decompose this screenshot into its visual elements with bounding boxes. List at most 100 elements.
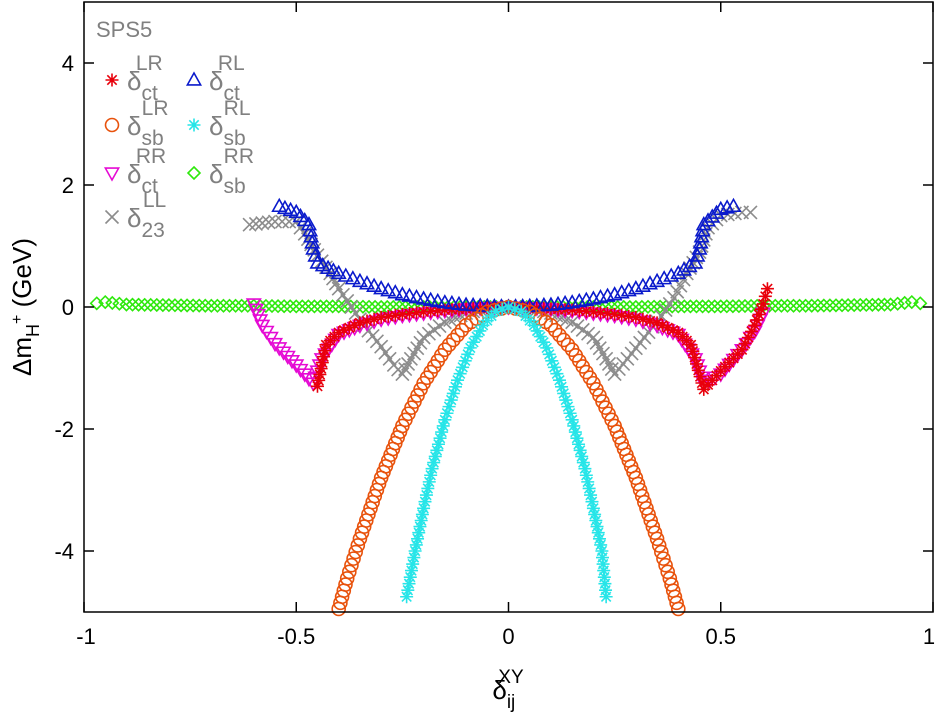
data-point-sb_RL	[588, 507, 602, 521]
data-point-ct_RL	[719, 199, 736, 214]
data-point-sb_RR	[798, 298, 813, 313]
y-axis-label-sub: H	[23, 324, 43, 337]
legend-label-sb_RR: δsbRR	[209, 145, 254, 198]
data-point-sb_RL	[438, 413, 452, 427]
data-point-sb_RL	[456, 360, 470, 374]
data-point-sb_RR	[737, 298, 753, 314]
x-axis-label-sup: XY	[498, 667, 524, 688]
data-point-ct_RL	[670, 264, 687, 280]
data-point-sb_RR	[683, 299, 698, 314]
data-point-sb_RR	[301, 299, 316, 314]
data-point-sb_LR	[556, 332, 571, 348]
data-point-sb_RR	[822, 298, 838, 313]
data-point-sb_RL	[597, 564, 611, 578]
data-point-sb_RL	[575, 449, 589, 463]
data-point-sb_RR	[216, 298, 231, 313]
data-point-sb_RR	[859, 297, 874, 313]
data-point-ct_LR	[530, 301, 544, 315]
data-point-ct_LR	[480, 301, 494, 315]
data-point-sb_RR	[137, 297, 152, 312]
data-point-sb_RL	[430, 443, 444, 457]
data-point-sb_RL	[431, 437, 445, 451]
data-point-sb_RR	[131, 297, 146, 312]
y-tick-label: -4	[54, 539, 74, 564]
plot-frame	[83, 1, 934, 613]
data-point-sb_RR	[295, 299, 310, 314]
data-point-ct_RL	[366, 277, 383, 292]
data-point-sb_RL	[417, 501, 431, 515]
x-tick-label: 1	[923, 624, 935, 649]
data-point-23_LL	[335, 287, 351, 302]
legend-item-sb_LR: δsbLR	[104, 97, 169, 150]
data-point-sb_RL	[559, 393, 573, 407]
data-point-sb_RR	[840, 298, 856, 313]
data-point-ct_LR	[684, 338, 698, 352]
data-point-ct_RL	[304, 234, 321, 249]
data-point-sb_RL	[530, 324, 544, 338]
data-point-sb_RL	[440, 406, 454, 420]
data-point-ct_LR	[473, 301, 487, 315]
data-point-ct_RR	[279, 350, 296, 366]
y-tick-label: 0	[62, 295, 74, 320]
data-point-sb_RL	[592, 532, 606, 546]
data-point-sb_LR	[454, 322, 470, 338]
data-point-ct_LR	[466, 301, 480, 315]
data-point-ct_RL	[408, 289, 425, 304]
data-point-ct_LR	[410, 306, 424, 320]
data-point-sb_RR	[877, 297, 892, 312]
data-point-ct_LR	[312, 373, 326, 387]
data-point-sb_RR	[897, 295, 912, 311]
data-point-sb_RL	[596, 557, 610, 571]
data-point-ct_RL	[351, 272, 368, 288]
data-point-sb_RR	[289, 299, 304, 314]
data-point-sb_RL	[427, 456, 441, 470]
data-point-sb_LR	[670, 601, 686, 617]
data-point-sb_RL	[418, 495, 432, 509]
y-axis-label: ΔmH+ (GeV)	[7, 238, 43, 376]
data-point-ct_LR	[438, 303, 452, 317]
data-point-ct_RR	[267, 337, 284, 353]
data-point-sb_RR	[276, 299, 292, 314]
legend-marker-sb_RR	[186, 165, 202, 181]
y-axis-label-sup: +	[9, 315, 26, 324]
data-point-ct_LR	[395, 307, 409, 321]
data-point-ct_RL	[422, 291, 439, 306]
legend-item-sb_RL: δsbRL	[187, 97, 251, 150]
data-point-ct_LR	[643, 314, 657, 328]
legend-label-ct_RL: δctRL	[209, 52, 245, 105]
y-tick-label: 4	[62, 51, 74, 76]
data-point-sb_RR	[319, 299, 334, 314]
legend-item-23_LL: δ23LL	[104, 189, 166, 242]
data-point-ct_RL	[641, 275, 659, 290]
data-point-sb_RL	[412, 526, 426, 540]
legend-item-ct_LR: δctLR	[105, 52, 163, 105]
data-point-sb_RL	[565, 413, 579, 427]
data-point-ct_LR	[315, 356, 329, 370]
data-point-ct_LR	[650, 316, 664, 330]
data-point-sb_RL	[435, 425, 449, 439]
data-point-sb_RR	[913, 296, 928, 311]
data-point-sb_RR	[155, 297, 170, 313]
data-point-ct_RL	[695, 216, 712, 231]
data-point-sb_LR	[446, 332, 461, 348]
data-point-sb_RR	[173, 298, 189, 313]
data-point-sb_RL	[542, 347, 556, 361]
data-point-ct_RR	[283, 354, 301, 370]
data-point-sb_RR	[355, 299, 371, 314]
data-markers	[89, 197, 928, 617]
legend-label-ct_RR: δctRR	[127, 145, 166, 198]
data-point-sb_RL	[463, 341, 477, 355]
data-point-sb_RR	[883, 297, 898, 312]
data-point-ct_RL	[302, 222, 319, 237]
legend-marker-sb_RL	[187, 118, 201, 132]
data-point-sb_RL	[446, 386, 460, 400]
legend-marker-ct_RL	[185, 71, 203, 86]
data-point-sb_RR	[640, 299, 656, 314]
data-point-sb_RR	[198, 298, 213, 313]
data-point-ct_RR	[271, 342, 288, 357]
data-point-ct_LR	[758, 289, 772, 303]
data-point-sb_RL	[537, 335, 551, 349]
legend-label-sb_RL: δsbRL	[209, 97, 251, 150]
data-point-sb_LR	[450, 327, 465, 343]
data-point-ct_LR	[738, 337, 752, 351]
